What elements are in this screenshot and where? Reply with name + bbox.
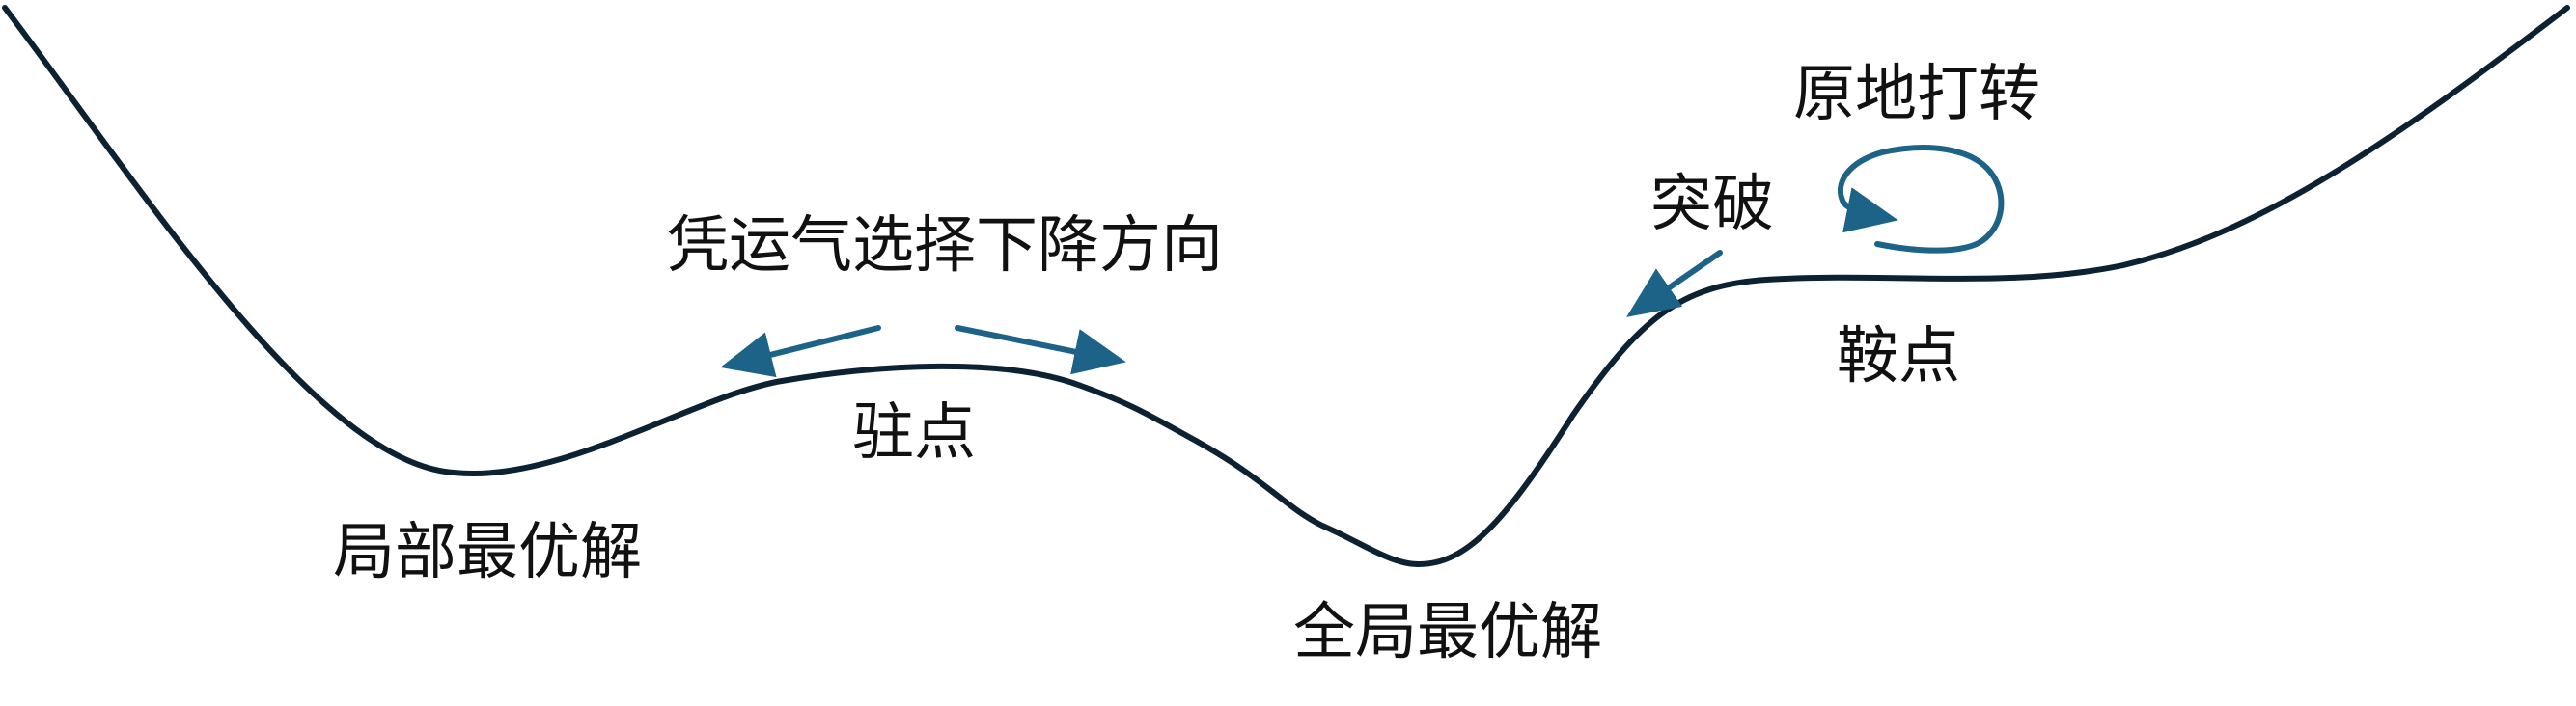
descent-arrow-right bbox=[955, 325, 1126, 375]
label-breakthrough: 突破 bbox=[1650, 169, 1774, 240]
descent-arrow-left bbox=[720, 325, 881, 378]
label-global-optimum: 全局最优解 bbox=[1293, 597, 1602, 668]
label-spinning-in-place: 原地打转 bbox=[1793, 59, 2040, 130]
breakthrough-arrow bbox=[1626, 250, 1723, 317]
spinning-loop-arrow bbox=[1837, 145, 2005, 254]
label-local-optimum: 局部最优解 bbox=[333, 517, 642, 588]
label-saddle-point: 鞍点 bbox=[1837, 321, 1960, 393]
landscape-curve bbox=[2, 5, 2570, 567]
label-stationary-point: 驻点 bbox=[852, 397, 976, 469]
label-random-direction: 凭运气选择下降方向 bbox=[667, 210, 1223, 282]
